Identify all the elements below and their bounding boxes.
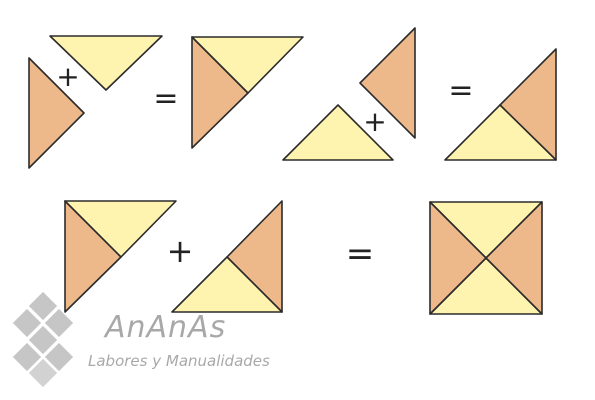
result-square-2-yellow	[444, 104, 557, 161]
result-square-1-yellow	[191, 36, 304, 94]
result-2-copy-yellow	[171, 256, 283, 313]
equation-2: + =	[282, 27, 557, 161]
plus-sign-2: +	[363, 105, 386, 138]
orange-triangle-1a	[28, 57, 85, 169]
orange-triangle-2a	[359, 27, 416, 139]
final-square-left-orange	[429, 201, 487, 315]
yellow-triangle-2a	[282, 104, 394, 161]
equation-1: + =	[28, 35, 304, 169]
equals-sign-3: =	[346, 234, 375, 274]
equation-3: + =	[64, 200, 543, 315]
final-square-right-orange	[485, 201, 543, 315]
watermark-name: AnAnAs	[103, 310, 226, 345]
watermark-tagline: Labores y Manualidades	[88, 352, 270, 370]
diamond-cluster-icon	[12, 291, 74, 388]
plus-sign-1: +	[56, 60, 79, 93]
yellow-triangle-1a	[49, 35, 163, 91]
equals-sign-1: =	[153, 81, 178, 116]
equals-sign-2: =	[448, 73, 473, 108]
result-1-copy-yellow	[64, 200, 177, 258]
plus-sign-3: +	[167, 232, 194, 270]
